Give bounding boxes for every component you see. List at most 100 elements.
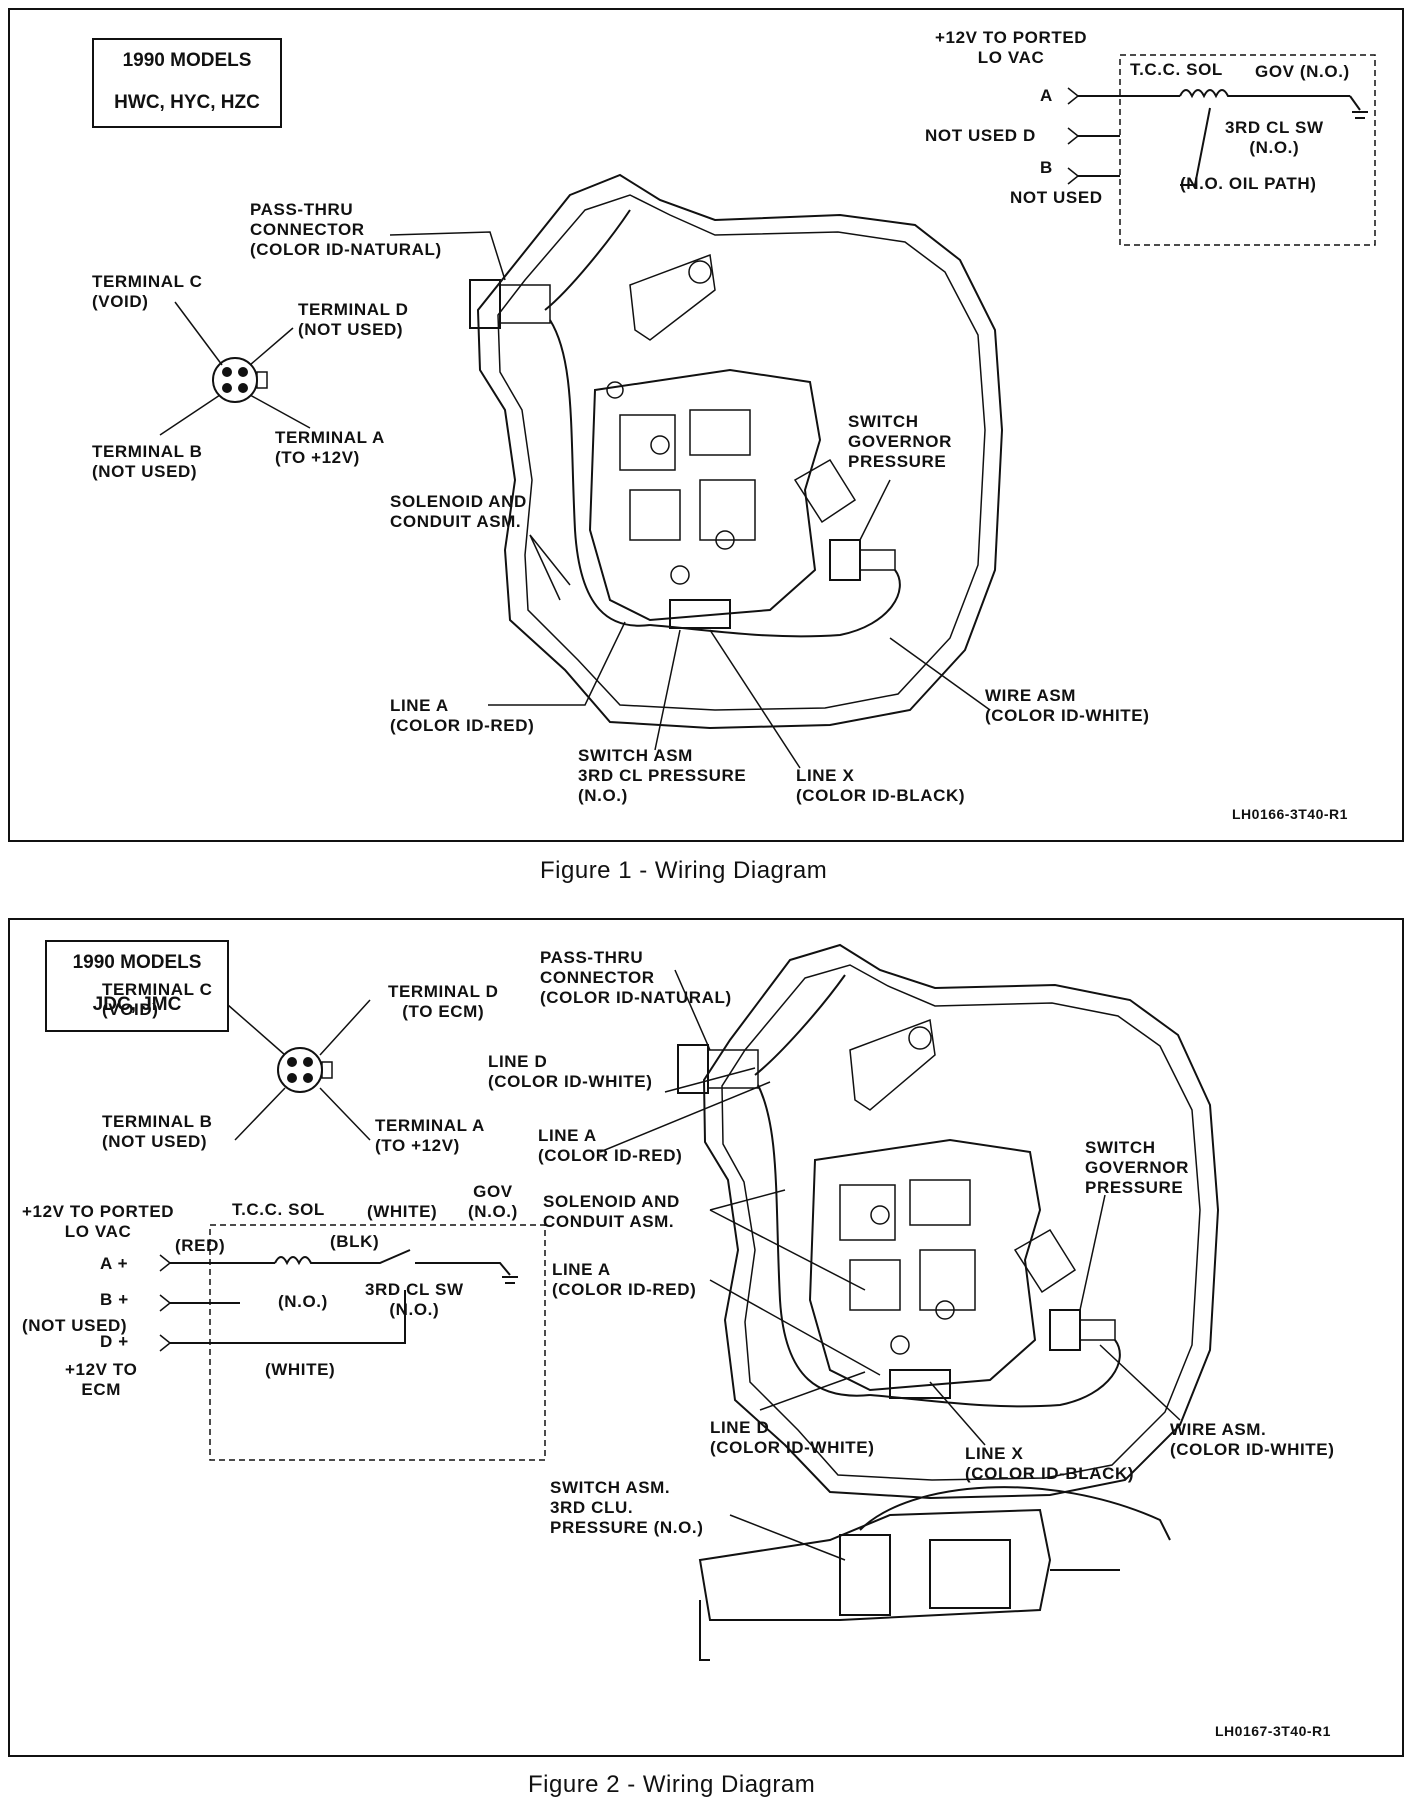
v2-gov-switch-body bbox=[1050, 1310, 1080, 1350]
terminal-plug-2-key bbox=[322, 1062, 332, 1078]
leader-terminal-b bbox=[160, 395, 220, 435]
label2-line-a-top: LINE A (COLOR ID-RED) bbox=[538, 1126, 683, 1165]
leader-terminal-d bbox=[250, 328, 293, 365]
v2-bolt-2 bbox=[936, 1301, 954, 1319]
leader2-switch-gov bbox=[1080, 1195, 1105, 1310]
case-2-inner bbox=[722, 965, 1200, 1480]
leader-line-a bbox=[488, 622, 625, 705]
label2-switch-governor: SWITCH GOVERNOR PRESSURE bbox=[1085, 1138, 1189, 1197]
leader2-line-d-bot bbox=[760, 1372, 865, 1410]
drawing-code-2: LH0167-3T40-R1 bbox=[1215, 1723, 1331, 1739]
bolt-3 bbox=[671, 566, 689, 584]
leader-terminal-a bbox=[250, 395, 310, 428]
schematic-1-frame bbox=[1120, 55, 1375, 245]
sch2-chevron-a bbox=[160, 1255, 170, 1271]
v2-passage-2 bbox=[910, 1180, 970, 1225]
oil-path-switch bbox=[1180, 108, 1210, 185]
bolt-5 bbox=[607, 382, 623, 398]
drawing-code-1: LH0166-3T40-R1 bbox=[1232, 806, 1348, 822]
v2-wire-left bbox=[758, 1085, 870, 1396]
conn-b-chevron bbox=[1068, 168, 1078, 184]
label-switch-asm: SWITCH ASM 3RD CL PRESSURE (N.O.) bbox=[578, 746, 747, 805]
sch2-red: (RED) bbox=[175, 1236, 226, 1255]
label-line-a: LINE A (COLOR ID-RED) bbox=[390, 696, 535, 735]
leader-terminal-c bbox=[175, 302, 222, 365]
leader2-wire-asm bbox=[1100, 1345, 1180, 1420]
pin-c bbox=[222, 367, 232, 377]
transmission-case-2 bbox=[704, 945, 1218, 1498]
v2-third-cl-switch bbox=[890, 1370, 950, 1398]
pin2-c bbox=[287, 1057, 297, 1067]
conn-d-chevron bbox=[1068, 128, 1078, 144]
pin2-a bbox=[303, 1073, 313, 1083]
label-solenoid: SOLENOID AND CONDUIT ASM. bbox=[390, 492, 527, 531]
label2-solenoid: SOLENOID AND CONDUIT ASM. bbox=[543, 1192, 680, 1231]
leader2-terminal-b bbox=[235, 1088, 285, 1140]
leader-pass-thru bbox=[390, 232, 505, 280]
valve-passage-3 bbox=[630, 490, 680, 540]
label2-terminal-d: TERMINAL D (TO ECM) bbox=[388, 982, 499, 1021]
sch1-tcc-sol: T.C.C. SOL bbox=[1130, 60, 1223, 79]
wire-run-left bbox=[550, 320, 650, 626]
label-terminal-b: TERMINAL B (NOT USED) bbox=[92, 442, 203, 481]
label-terminal-a: TERMINAL A (TO +12V) bbox=[275, 428, 385, 467]
inset-wire-loop bbox=[860, 1487, 1170, 1540]
v2-bolt-1 bbox=[871, 1206, 889, 1224]
valve-passage-2 bbox=[690, 410, 750, 455]
leader2-solenoid-2 bbox=[710, 1210, 865, 1290]
upper-bracket bbox=[630, 255, 715, 340]
sch2-chevron-b bbox=[160, 1295, 170, 1311]
model-box-line-1: 1990 MODELS bbox=[122, 50, 252, 71]
governor-switch-bracket bbox=[795, 460, 855, 522]
label2-switch-asm: SWITCH ASM. 3RD CLU. PRESSURE (N.O.) bbox=[550, 1478, 704, 1537]
v2-passage-1 bbox=[840, 1185, 895, 1240]
bolt-4 bbox=[689, 261, 711, 283]
v2-passage-3 bbox=[850, 1260, 900, 1310]
leader2-line-a-top bbox=[600, 1082, 770, 1152]
v2-gov-switch-tip bbox=[1080, 1320, 1115, 1340]
valve-passage-4 bbox=[700, 480, 755, 540]
leader2-terminal-a bbox=[320, 1088, 370, 1140]
label2-pass-thru: PASS-THRU CONNECTOR (COLOR ID-NATURAL) bbox=[540, 948, 732, 1007]
case-inner-outline bbox=[498, 195, 985, 710]
v2-pass-thru-head bbox=[708, 1050, 758, 1088]
sch2-chevron-d bbox=[160, 1335, 170, 1351]
sch2-blk: (BLK) bbox=[330, 1232, 380, 1251]
figure-1-caption: Figure 1 - Wiring Diagram bbox=[540, 857, 828, 884]
valve-body bbox=[590, 370, 820, 620]
figure-2-drawing bbox=[10, 920, 1402, 1755]
bolt-1 bbox=[651, 436, 669, 454]
pin2-d bbox=[303, 1057, 313, 1067]
label2-line-d-top: LINE D (COLOR ID-WHITE) bbox=[488, 1052, 653, 1091]
sch2-gov: GOV (N.O.) bbox=[468, 1182, 518, 1221]
leader-wire-asm bbox=[890, 638, 990, 710]
leader2-switch-asm bbox=[730, 1515, 845, 1560]
label2-wire-asm: WIRE ASM. (COLOR ID-WHITE) bbox=[1170, 1420, 1335, 1459]
label2-terminal-c: TERMINAL C (VOID) bbox=[102, 980, 213, 1019]
sch2-no: (N.O.) bbox=[278, 1292, 328, 1311]
sch2-wire-d bbox=[170, 1290, 405, 1343]
schematic-2-frame bbox=[210, 1225, 545, 1460]
figure-1-panel: 1990 MODELS HWC, HYC, HZC PASS-THRU CONN… bbox=[8, 8, 1404, 842]
sch2-power: +12V TO PORTED LO VAC bbox=[22, 1202, 175, 1241]
ground-symbol-1 bbox=[1350, 96, 1368, 118]
sch2-pin-a: A + bbox=[100, 1254, 129, 1273]
figure-2-panel: 1990 MODELS JDC, JMC PASS-THRU CONNECTOR… bbox=[8, 918, 1404, 1757]
leader2-terminal-d bbox=[320, 1000, 370, 1055]
governor-switch-body bbox=[830, 540, 860, 580]
label2-line-d-bot: LINE D (COLOR ID-WHITE) bbox=[710, 1418, 875, 1457]
tcc-sol-coil bbox=[1180, 90, 1350, 96]
sch2-white-bot: (WHITE) bbox=[265, 1360, 336, 1379]
figure-1-drawing bbox=[10, 10, 1402, 840]
sch1-pin-a: A bbox=[1040, 86, 1053, 105]
leader-solenoid-1 bbox=[530, 535, 570, 585]
sch2-white-top: (WHITE) bbox=[367, 1202, 438, 1221]
third-cl-switch bbox=[670, 600, 730, 628]
leader2-line-d-top bbox=[665, 1068, 755, 1092]
sch1-third-cl-sw: 3RD CL SW (N.O.) bbox=[1225, 118, 1324, 157]
sch2-tcc-coil-sw bbox=[275, 1250, 518, 1283]
model-box-2: 1990 MODELS JDC, JMC bbox=[45, 940, 229, 1032]
valve-passage-1 bbox=[620, 415, 675, 470]
terminal-plug-key bbox=[257, 372, 267, 388]
conn-a-chevron bbox=[1068, 88, 1078, 104]
